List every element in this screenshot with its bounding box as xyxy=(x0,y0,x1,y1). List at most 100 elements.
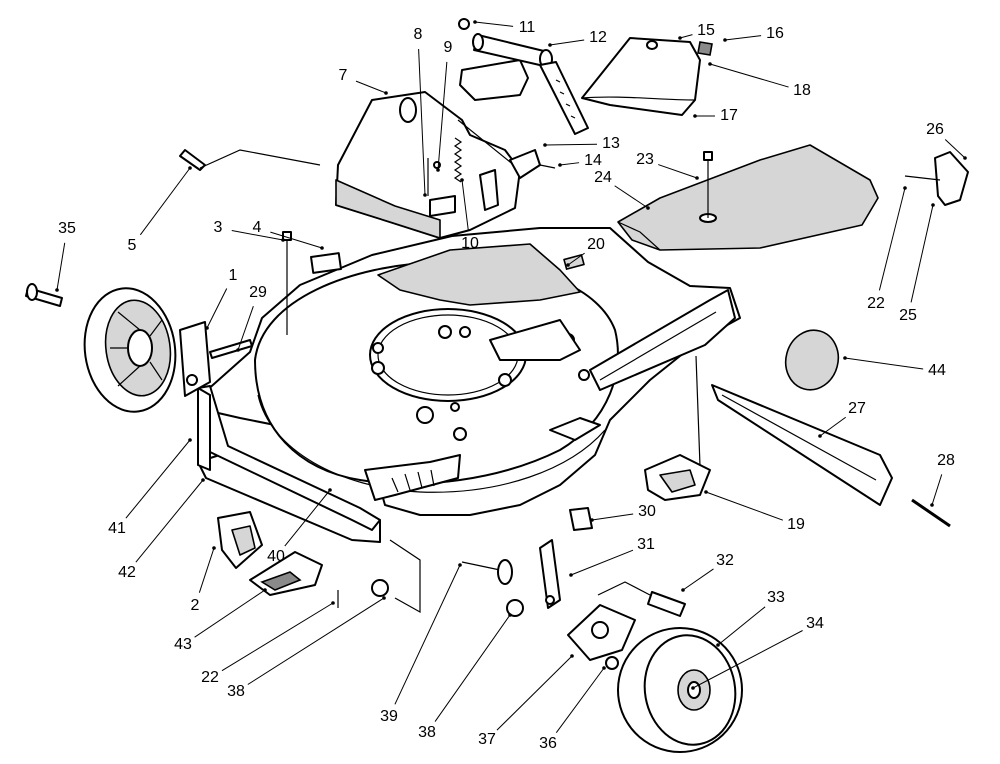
discharge-cover-bolt-head xyxy=(703,151,713,161)
callout-tip xyxy=(691,686,695,690)
callout-number: 27 xyxy=(848,400,866,417)
callout-16: 16 xyxy=(723,25,784,42)
callout-tip xyxy=(963,156,967,160)
height-adjust-teeth xyxy=(555,79,576,119)
latch-screw xyxy=(539,164,556,169)
callout-number: 37 xyxy=(478,731,496,748)
rear-shield-bracket xyxy=(479,169,499,211)
mount-boss xyxy=(372,342,384,354)
rear-wheel-hub xyxy=(127,329,153,367)
callout-number: 7 xyxy=(339,67,348,84)
callout-leader xyxy=(270,231,323,249)
callout-14: 14 xyxy=(558,152,602,169)
bag-cover-hole xyxy=(646,40,658,50)
mower-deck xyxy=(197,227,741,543)
callout-leader xyxy=(221,602,334,672)
deck-baffle xyxy=(489,319,581,361)
rear-shield-knob xyxy=(399,97,417,123)
callout-tip xyxy=(818,434,822,438)
callout-23: 23 xyxy=(636,151,699,180)
callout-tip xyxy=(704,490,708,494)
callout-number: 32 xyxy=(716,552,734,569)
callout-tip xyxy=(930,503,934,507)
mount-boss xyxy=(371,361,385,375)
callout-leader xyxy=(434,614,511,722)
callout-leader xyxy=(474,21,514,27)
mount-boss xyxy=(438,325,452,339)
front-height-adjuster-grip xyxy=(260,571,302,591)
front-bumper xyxy=(364,454,461,501)
discharge-cover-body xyxy=(617,144,879,251)
callout-number: 38 xyxy=(418,724,436,741)
deflector-edge xyxy=(721,394,877,481)
mount-boss xyxy=(498,373,512,387)
callout-leader xyxy=(461,179,469,231)
callout-number: 39 xyxy=(380,708,398,725)
discharge-channel xyxy=(377,243,581,306)
callout-number: 44 xyxy=(928,362,946,379)
callout-tip xyxy=(708,62,712,66)
callout-tip xyxy=(263,588,267,592)
callout-number: 29 xyxy=(249,284,267,301)
callout-number: 26 xyxy=(926,121,944,138)
callout-37: 37 xyxy=(478,654,574,748)
hinge-bracket xyxy=(934,151,969,206)
rear-shield-fold xyxy=(457,119,521,171)
deflector-rod xyxy=(911,498,951,528)
callout-number: 36 xyxy=(539,735,557,752)
callout-22: 22 xyxy=(201,601,335,686)
axle-spacer xyxy=(497,559,513,585)
callout-leader xyxy=(705,491,784,521)
callout-number: 14 xyxy=(584,152,602,169)
callout-11: 11 xyxy=(473,19,535,36)
callout-27: 27 xyxy=(818,400,866,438)
front-axle-bracket xyxy=(539,539,561,609)
callout-tip xyxy=(236,348,240,352)
callout-tip xyxy=(460,178,464,182)
callout-31: 31 xyxy=(569,536,655,577)
callout-leader xyxy=(910,204,934,303)
callout-number: 2 xyxy=(191,597,200,614)
callout-35: 35 xyxy=(55,220,76,292)
callout-number: 4 xyxy=(253,219,262,236)
callout-tip xyxy=(508,613,512,617)
callout-leader xyxy=(844,357,924,370)
callout-15: 15 xyxy=(678,22,715,40)
callout-40: 40 xyxy=(267,488,332,565)
callout-number: 35 xyxy=(58,220,76,237)
callout-number: 1 xyxy=(229,267,238,284)
rear-skirt-bar xyxy=(197,385,381,531)
front-wheel-washer xyxy=(605,656,619,670)
front-axle-bracket-hole xyxy=(545,595,555,605)
callout-leader xyxy=(819,416,846,437)
callout-tip xyxy=(55,288,59,292)
callout-leader xyxy=(567,252,585,266)
callout-tip xyxy=(423,193,427,197)
bag-cover-edge xyxy=(581,96,696,101)
callout-22: 22 xyxy=(867,186,907,312)
bag-cover xyxy=(581,37,713,116)
callout-leader xyxy=(544,143,598,146)
rear-wheel-spokes xyxy=(110,311,163,387)
callout-leader xyxy=(284,489,331,547)
callout-3: 3 xyxy=(214,219,285,242)
callout-34: 34 xyxy=(691,615,824,690)
callout-tip xyxy=(548,43,552,47)
callout-number: 22 xyxy=(867,295,885,312)
callout-26: 26 xyxy=(926,121,967,160)
callout-number: 8 xyxy=(414,26,423,43)
callout-leader xyxy=(614,185,649,209)
callout-9: 9 xyxy=(436,39,453,172)
right-rail-edge xyxy=(599,311,717,381)
callout-number: 19 xyxy=(787,516,805,533)
rear-shield-plate xyxy=(429,195,456,217)
pivot-nut xyxy=(458,18,470,30)
callout-tip xyxy=(566,263,570,267)
callout-tip xyxy=(384,91,388,95)
callout-tip xyxy=(569,573,573,577)
callout-tip xyxy=(602,666,606,670)
callout-leader xyxy=(394,564,461,705)
mount-boss xyxy=(578,369,590,381)
callout-8: 8 xyxy=(414,26,427,197)
